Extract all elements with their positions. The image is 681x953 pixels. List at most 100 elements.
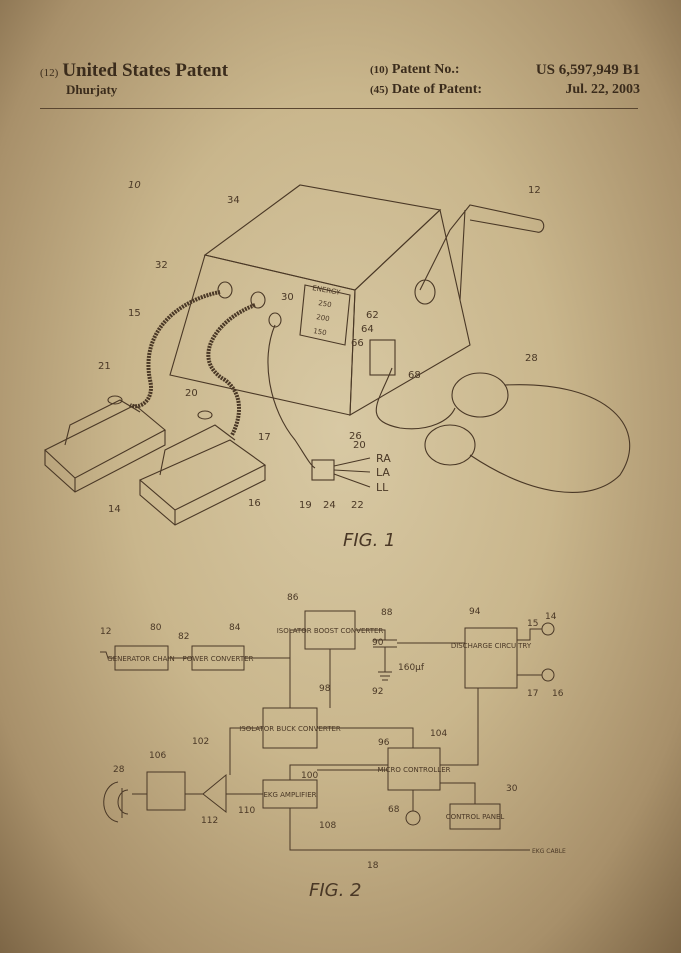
ref2-30: 30: [506, 784, 518, 794]
block-106: [146, 771, 186, 811]
device-body-side: [349, 208, 471, 416]
wire-discharge-14: [517, 628, 542, 641]
indicator-68: [405, 810, 421, 826]
ref-32: 32: [155, 260, 168, 271]
ref2-108: 108: [319, 821, 336, 831]
ref-17: 17: [258, 432, 271, 443]
ref-14: 14: [108, 504, 121, 515]
paddle-left: [44, 395, 166, 493]
paddle-terminal-16: [541, 668, 555, 682]
header-rule: [40, 108, 638, 109]
energy-option-200: 200: [316, 313, 331, 323]
ref-34: 34: [227, 195, 240, 206]
headphone-earcup-2: [424, 424, 476, 466]
block-discharge: [464, 627, 518, 689]
label-discharge: DISCHARGE CIRCUITRY: [451, 642, 532, 650]
label-isolator-buck: ISOLATOR BUCK CONVERTER: [239, 725, 341, 733]
label-ekg-amp: EKG AMPLIFIER: [263, 791, 316, 799]
ref2-102: 102: [192, 737, 209, 747]
ref2-96: 96: [378, 738, 390, 748]
ekg-leads: [333, 457, 371, 488]
patent-date-row: (45) Date of Patent: Jul. 22, 2003: [370, 80, 640, 100]
fig2-drawing: [100, 610, 555, 851]
patent-number-row: (10) Patent No.: US 6,597,949 B1: [370, 60, 640, 80]
ref-16: 16: [248, 498, 261, 509]
headphone-band: [469, 384, 631, 493]
lead-ra: RA: [376, 452, 391, 465]
code-12: (12): [40, 67, 59, 79]
fig2-caption: FIG. 2: [309, 880, 362, 901]
ref-28: 28: [525, 353, 538, 364]
capacitor-value: 160μf: [398, 663, 425, 673]
ref2-98: 98: [319, 684, 331, 694]
ref2-100: 100: [301, 771, 318, 781]
energy-option-250: 250: [318, 299, 333, 309]
wire-micro-control: [440, 782, 476, 804]
ref-20b: 20: [353, 440, 366, 451]
knob-1: [217, 281, 233, 299]
ref-12: 12: [528, 185, 541, 196]
coiled-cable-2: [206, 303, 256, 436]
ref2-12: 12: [100, 627, 111, 637]
wire-power-out: [244, 629, 305, 708]
crank-hub: [414, 279, 436, 305]
date-label: Date of Patent:: [391, 82, 483, 97]
knob-2: [250, 291, 266, 309]
fig2-block-labels: GENERATOR CHAIN POWER CONVERTER ISOLATOR…: [107, 627, 532, 821]
ekg-lead-cable: [267, 324, 316, 469]
ref-19: 19: [299, 500, 312, 511]
label-micro: MICRO CONTROLLER: [378, 766, 451, 774]
ref2-92: 92: [372, 687, 383, 697]
inventor-name: Dhurjaty: [66, 82, 118, 97]
block-micro: [387, 747, 441, 791]
label-power-converter: POWER CONVERTER: [183, 655, 254, 663]
headphone-cable: [375, 367, 456, 430]
fig2-reference-numbers: 12 80 82 84 86 88 90 92 94 14 15 16 17 9…: [100, 593, 564, 871]
wire-amp-micro: [289, 764, 388, 780]
fig1-drawing: [44, 184, 631, 526]
ekg-cable-label: EKG CABLE: [532, 848, 566, 855]
ref2-104: 104: [430, 729, 447, 739]
lead-la: LA: [376, 466, 390, 479]
ref2-28: 28: [113, 765, 125, 775]
ref-26: 26: [349, 431, 362, 442]
headset-port: [369, 339, 396, 376]
wire-buck-amp: [229, 727, 263, 775]
ref-30: 30: [281, 292, 294, 303]
ref-22: 22: [351, 500, 364, 511]
label-generator-chain: GENERATOR CHAIN: [107, 655, 174, 663]
ref2-68: 68: [388, 805, 400, 815]
label-isolator-boost: ISOLATOR BOOST CONVERTER: [277, 627, 384, 635]
ref-62: 62: [366, 310, 379, 321]
ref2-14: 14: [545, 612, 557, 622]
ref-21: 21: [98, 361, 111, 372]
ref-24: 24: [323, 500, 336, 511]
ref2-106: 106: [149, 751, 166, 761]
ref-20a: 20: [185, 388, 198, 399]
ref-10: 10: [128, 180, 141, 191]
ref2-84: 84: [229, 623, 241, 633]
ref-66: 66: [351, 338, 364, 349]
fig1-reference-numbers: 10 12 14 15 16 17 19 20 20 21 22 24 26 2…: [98, 180, 541, 515]
patent-title: United States Patent: [62, 60, 229, 81]
ref2-80: 80: [150, 623, 162, 633]
wire-boost-cap: [355, 629, 397, 681]
wire-buck-micro: [317, 727, 414, 748]
energy-panel: [299, 284, 351, 346]
ref2-82: 82: [178, 632, 189, 642]
headphone-earcup-1: [451, 372, 509, 418]
lead-ll: LL: [376, 481, 389, 494]
ref-64: 64: [361, 324, 374, 335]
crank-handle: [419, 204, 545, 301]
header-left: (12) United States Patent Dhurjaty: [40, 60, 228, 98]
patent-no-label: Patent No.:: [391, 62, 460, 77]
device-body-top: [203, 184, 442, 291]
energy-option-150: 150: [313, 327, 328, 337]
wire-micro-discharge: [440, 688, 479, 766]
ref2-16: 16: [552, 689, 564, 699]
ref2-112: 112: [201, 816, 218, 826]
patent-header: (12) United States Patent Dhurjaty (10) …: [40, 60, 640, 112]
ekg-junction-box: [311, 459, 335, 481]
wire-input: [100, 651, 115, 659]
